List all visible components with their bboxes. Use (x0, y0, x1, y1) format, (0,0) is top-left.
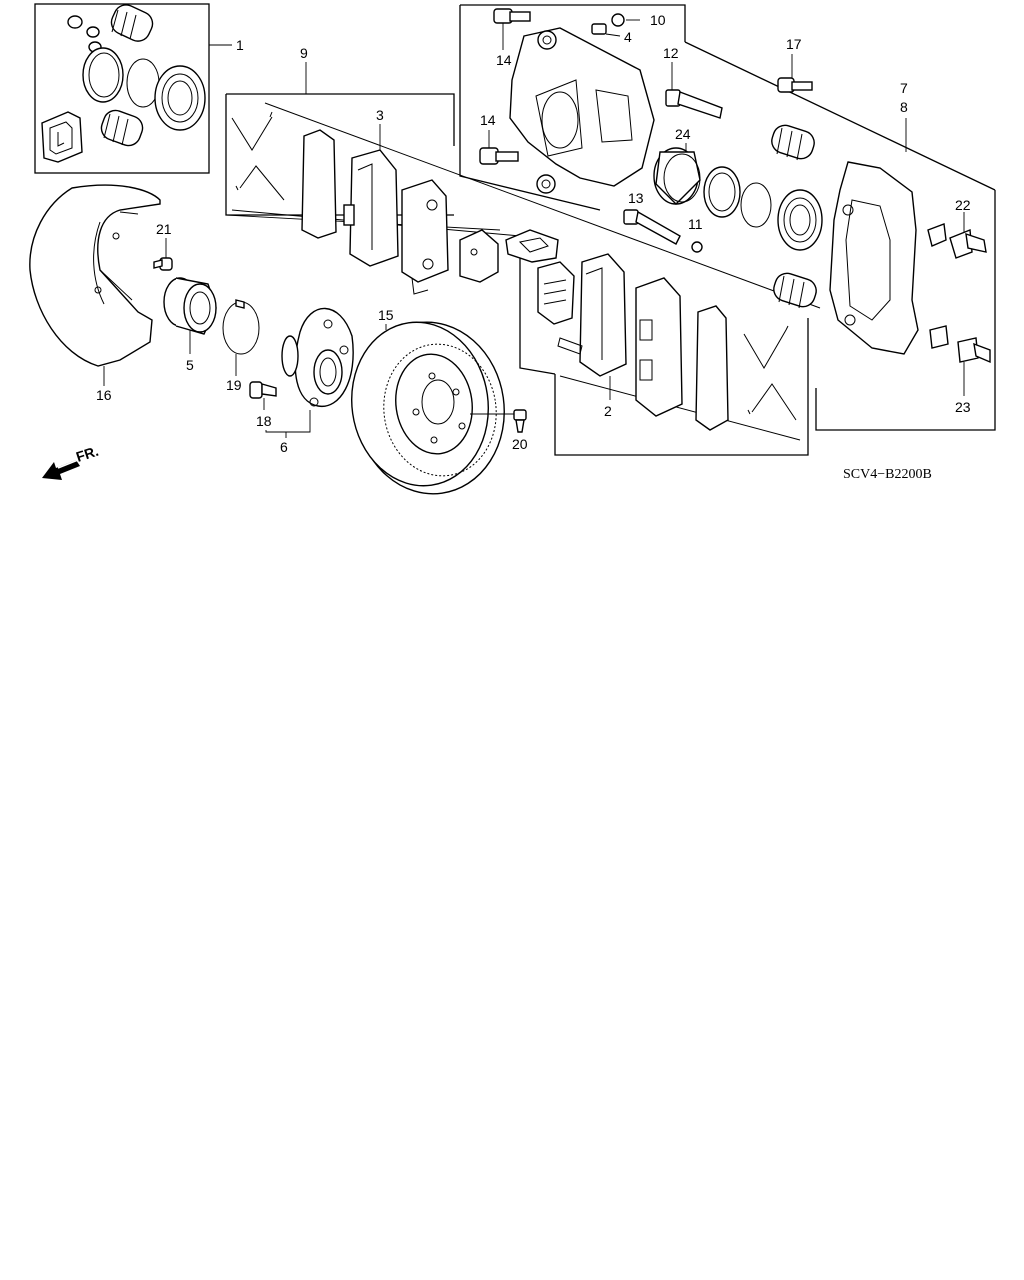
callout-3: 3 (376, 107, 384, 123)
callout-21: 21 (156, 221, 172, 237)
shield-screw (153, 238, 173, 271)
callout-11: 11 (688, 216, 703, 232)
guide-pin-upper (665, 89, 723, 119)
pad-shim-outer (301, 129, 337, 239)
seal-kit-box (34, 3, 232, 174)
callout-10: 10 (650, 12, 666, 28)
callout-6: 6 (280, 439, 288, 455)
splash-shield (29, 184, 161, 386)
caliper-bolt-upper (493, 8, 531, 24)
callout-1: 1 (236, 37, 244, 53)
callout-20: 20 (512, 436, 528, 452)
guide-pin-lower (623, 209, 681, 245)
pad-set-box-9 (225, 62, 821, 309)
anti-rattle-spring-lower (743, 325, 797, 421)
grease-packet (41, 111, 83, 163)
callout-17: 17 (786, 36, 802, 52)
callout-7: 7 (900, 80, 908, 96)
caliper-housing (509, 27, 655, 194)
callout-16: 16 (96, 387, 112, 403)
pad-retainer-upper (927, 223, 987, 259)
brake-pad-lower-outer (557, 253, 627, 377)
front-direction-arrow (42, 459, 80, 480)
pad-set-box-2 (505, 229, 809, 456)
pad-shim-inner (459, 229, 499, 283)
callout-2: 2 (604, 403, 612, 419)
brake-disc (351, 321, 505, 495)
callout-15: 15 (378, 307, 394, 323)
bleeder-screw (591, 23, 607, 35)
wheel-stud (249, 381, 277, 410)
caliper-piston (653, 147, 701, 205)
pin-nut (691, 241, 703, 253)
bracket-bolt (777, 77, 813, 93)
diagram-code: SCV4−B2200B (843, 467, 932, 482)
brake-pad-outer (343, 149, 399, 267)
pad-shim-lower (695, 305, 729, 431)
pin-boot-upper (771, 124, 815, 161)
caliper-body-box (459, 4, 996, 253)
callout-22: 22 (955, 197, 971, 213)
callout-24: 24 (675, 126, 691, 142)
caliper-boot-upper (110, 4, 154, 42)
callout-18: 18 (256, 413, 272, 429)
caliper-boot-lower (100, 109, 144, 147)
caliper-bracket-box (773, 118, 996, 431)
wheel-bearing (163, 277, 217, 354)
callout-14-upper: 14 (496, 52, 512, 68)
callout-14-lower: 14 (480, 112, 496, 128)
callout-23: 23 (955, 399, 971, 415)
pad-shim-top (505, 229, 559, 263)
callout-13: 13 (628, 190, 644, 206)
caliper-bracket (829, 161, 919, 355)
front-direction-label: FR. (74, 443, 100, 465)
callout-5: 5 (186, 357, 194, 373)
callout-9: 9 (300, 45, 308, 61)
brake-pad-lower-inner (635, 277, 683, 417)
brake-pad-inner (401, 179, 449, 295)
disc-screw (470, 409, 527, 433)
callout-12: 12 (663, 45, 679, 61)
wheel-hub (281, 307, 354, 407)
callout-8: 8 (900, 99, 908, 115)
bearing-snap-ring (222, 299, 260, 376)
bleeder-cap (611, 13, 625, 27)
callout-19: 19 (226, 377, 242, 393)
wear-indicator-shim (537, 261, 575, 325)
pin-boot-lower (773, 272, 817, 309)
callout-4: 4 (624, 29, 632, 45)
caliper-bolt-lower (479, 147, 519, 165)
pad-retainer-lower (929, 325, 991, 364)
anti-rattle-spring (231, 111, 285, 201)
